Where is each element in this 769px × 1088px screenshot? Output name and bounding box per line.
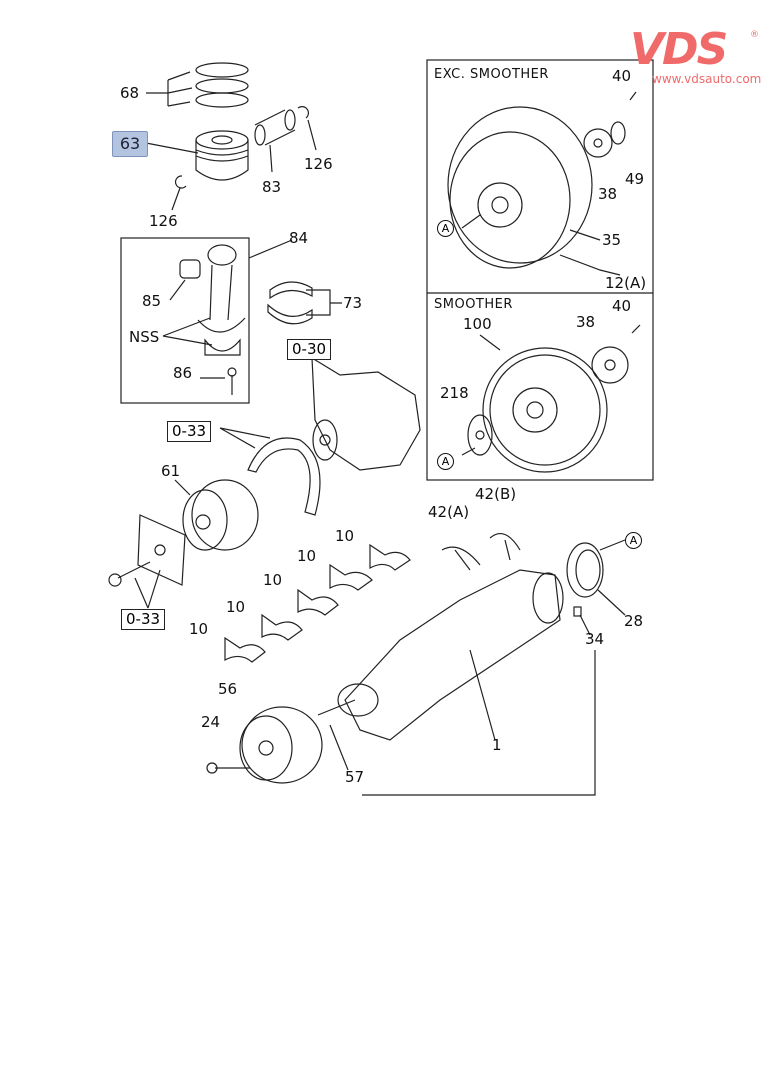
part-label-100[interactable]: 100 — [463, 315, 492, 333]
part-label-57[interactable]: 57 — [345, 768, 365, 786]
part-label-12a[interactable]: 12(A) — [605, 274, 647, 292]
part-label-49[interactable]: 49 — [625, 170, 645, 188]
part-label-83[interactable]: 83 — [262, 178, 282, 196]
ref-0-30[interactable]: 0-30 — [287, 339, 332, 360]
part-label-126[interactable]: 126 — [304, 155, 333, 173]
part-label-68[interactable]: 68 — [120, 84, 140, 102]
part-label-40[interactable]: 40 — [612, 297, 632, 315]
panel-title-exc-smoother: EXC. SMOOTHER — [434, 67, 549, 82]
part-label-84[interactable]: 84 — [289, 229, 309, 247]
part-label-61[interactable]: 61 — [161, 462, 181, 480]
part-label-73[interactable]: 73 — [343, 294, 363, 312]
part-label-28[interactable]: 28 — [624, 612, 644, 630]
ref-0-33[interactable]: 0-33 — [167, 421, 212, 442]
part-label-1[interactable]: 1 — [492, 736, 502, 754]
part-label-85[interactable]: 85 — [142, 292, 162, 310]
circle-a-marker: A — [437, 220, 454, 237]
ref-0-33[interactable]: 0-33 — [121, 609, 166, 630]
piston-pin — [254, 106, 317, 173]
flywheel-smoother — [461, 324, 641, 473]
flywheel-exc-smoother — [447, 91, 637, 276]
part-label-42a[interactable]: 42(A) — [428, 503, 470, 521]
damper-pulley-56 — [206, 649, 596, 796]
part-label-35[interactable]: 35 — [602, 231, 622, 249]
plate — [108, 514, 186, 609]
circle-a-marker: A — [437, 453, 454, 470]
connecting-rod — [162, 239, 293, 395]
bearing-halves-73 — [267, 281, 342, 325]
part-label-10[interactable]: 10 — [226, 598, 246, 616]
part-label-40[interactable]: 40 — [612, 67, 632, 85]
part-label-126[interactable]: 126 — [149, 212, 178, 230]
part-label-86[interactable]: 86 — [173, 364, 193, 382]
part-label-10[interactable]: 10 — [335, 527, 355, 545]
part-63-highlight[interactable]: 63 — [112, 131, 148, 157]
registered-mark: ® — [750, 30, 759, 40]
part-label-34[interactable]: 34 — [585, 630, 605, 648]
belt — [219, 427, 321, 516]
crankshaft — [337, 532, 564, 741]
connecting-rod-box — [120, 237, 250, 404]
logo-url: www.vdsauto.com — [652, 72, 762, 86]
panel-title-smoother: SMOOTHER — [434, 297, 513, 312]
vds-logo: VDS — [630, 24, 728, 75]
part-label-218[interactable]: 218 — [440, 384, 469, 402]
part-label-38[interactable]: 38 — [598, 185, 618, 203]
part-label-nss[interactable]: NSS — [129, 328, 160, 346]
part-label-10[interactable]: 10 — [297, 547, 317, 565]
crank-pulley-61 — [174, 479, 259, 551]
gear-28 — [566, 539, 626, 636]
piston — [145, 130, 249, 211]
part-label-42b[interactable]: 42(B) — [475, 485, 517, 503]
piston-rings — [146, 62, 249, 108]
part-label-24[interactable]: 24 — [201, 713, 221, 731]
part-label-10[interactable]: 10 — [189, 620, 209, 638]
main-bearings — [224, 543, 411, 663]
circle-a-marker: A — [625, 532, 642, 549]
water-pump — [311, 356, 421, 471]
part-label-10[interactable]: 10 — [263, 571, 283, 589]
part-label-38[interactable]: 38 — [576, 313, 596, 331]
part-label-56[interactable]: 56 — [218, 680, 238, 698]
flywheel-panel — [426, 59, 654, 481]
